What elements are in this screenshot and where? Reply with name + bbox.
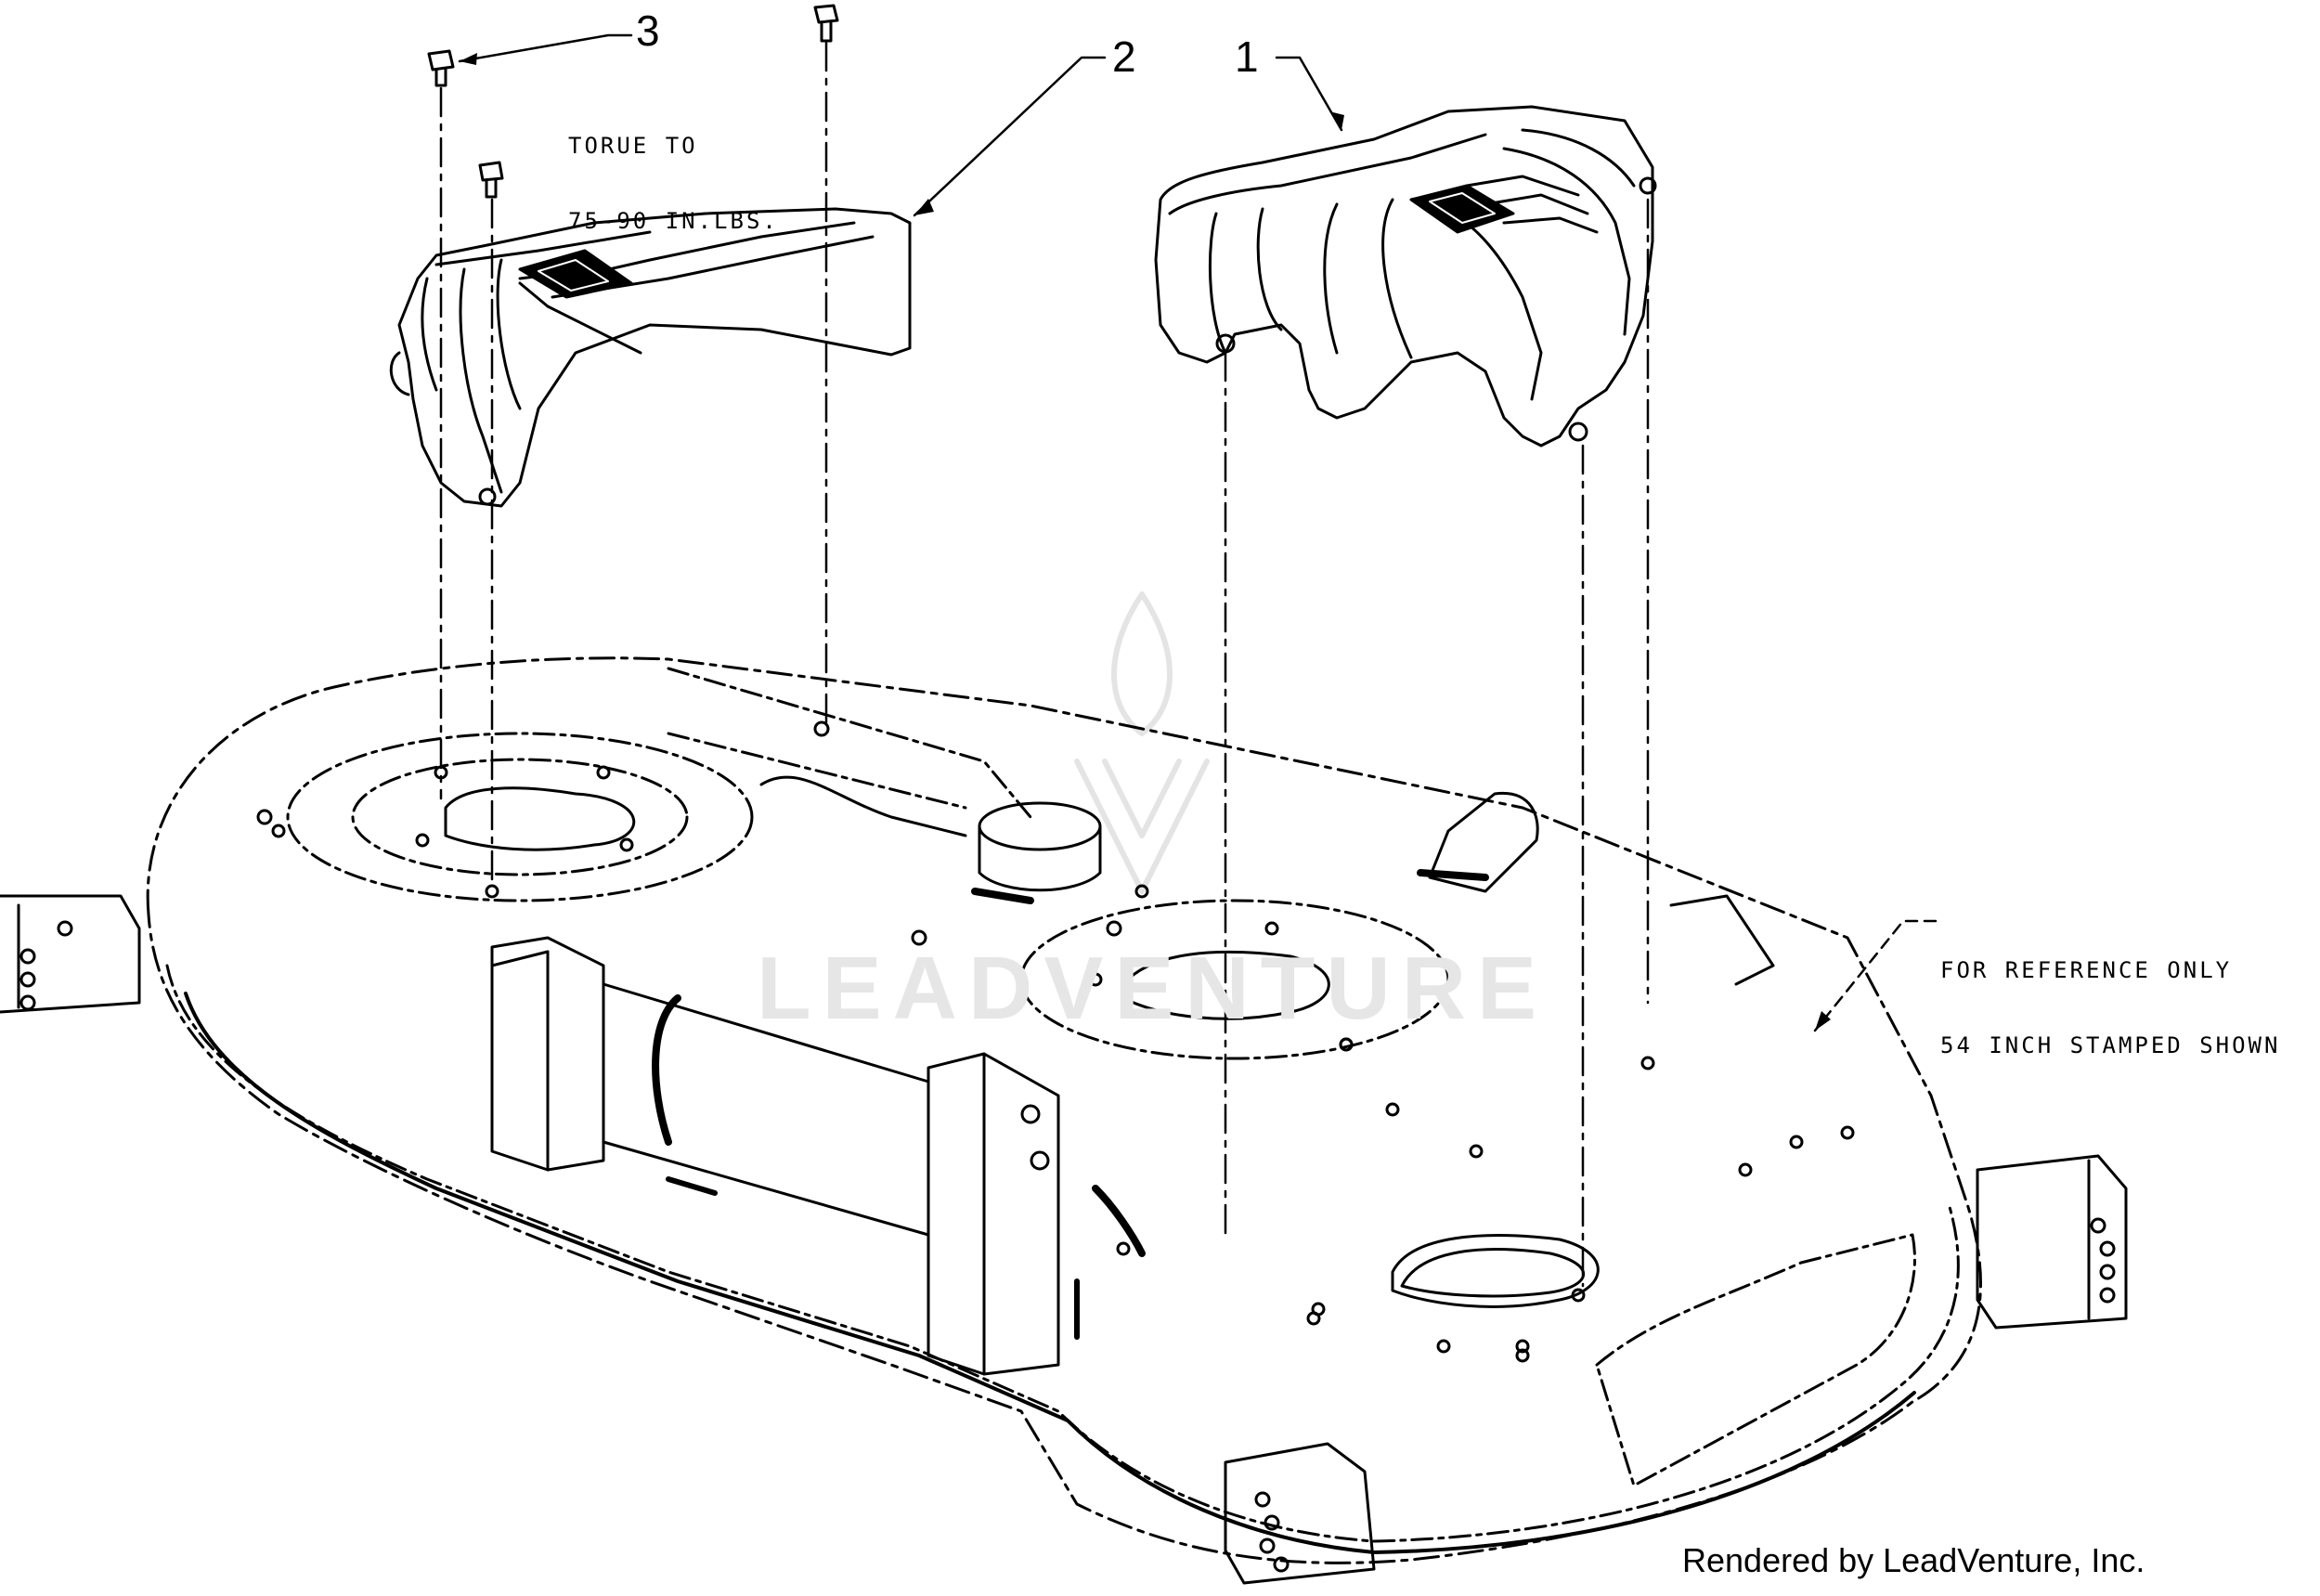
torque-note-line-2: 75-90 IN.LBS. xyxy=(568,208,779,234)
reference-note: FOR REFERENCE ONLY 54 INCH STAMPED SHOWN xyxy=(1940,908,2280,1083)
right-spindle-hole xyxy=(1391,1234,1600,1308)
leader-1 xyxy=(1275,56,1343,132)
part-2-left-belt-cover xyxy=(389,207,912,508)
deck-holes xyxy=(256,720,1855,1363)
right-front-bracket xyxy=(1669,894,1775,986)
part-3-screws xyxy=(427,4,839,199)
screw-a xyxy=(427,49,455,87)
callout-3: 3 xyxy=(636,6,660,55)
left-front-bracket xyxy=(0,894,141,1014)
part-1-emblem xyxy=(1409,184,1515,234)
part-2-emblem xyxy=(518,249,633,299)
callout-1: 1 xyxy=(1235,32,1259,81)
leader-reference xyxy=(1813,919,1938,1032)
torque-note: TORUE TO 75-90 IN.LBS. xyxy=(568,84,779,259)
leader-3 xyxy=(458,33,633,63)
mower-deck xyxy=(0,656,2128,1585)
screw-c xyxy=(478,161,504,199)
leadventure-logo-watermark xyxy=(1074,591,1210,894)
leader-lines xyxy=(458,33,1938,1032)
center-spindle-hole xyxy=(1121,950,1330,1020)
right-rear-bracket xyxy=(1976,1154,2128,1330)
deck-baffle xyxy=(1595,1233,1916,1487)
left-spindle-hole xyxy=(444,786,636,851)
front-center-bracket xyxy=(1224,1442,1376,1585)
leader-2 xyxy=(913,56,1107,217)
assembly-centerlines xyxy=(439,41,1650,1288)
discharge-housing xyxy=(490,936,1146,1376)
watermark-text: LEADVENTURE xyxy=(757,939,1549,1038)
reference-note-line-1: FOR REFERENCE ONLY xyxy=(1940,957,2233,983)
rendered-by-credit: Rendered by LeadVenture, Inc. xyxy=(1682,1541,2145,1579)
screw-b xyxy=(813,4,839,43)
callout-2: 2 xyxy=(1112,32,1136,81)
part-1-right-belt-cover xyxy=(1154,105,1657,448)
torque-note-line-1: TORUE TO xyxy=(568,133,698,159)
idler-pulley xyxy=(971,801,1102,904)
reference-note-line-2: 54 INCH STAMPED SHOWN xyxy=(1940,1032,2281,1058)
rear-mount-bracket xyxy=(1428,792,1539,893)
left-spindle-ring xyxy=(286,732,754,902)
center-spindle-ring xyxy=(1019,899,1450,1060)
deck-outline xyxy=(146,656,1982,1564)
